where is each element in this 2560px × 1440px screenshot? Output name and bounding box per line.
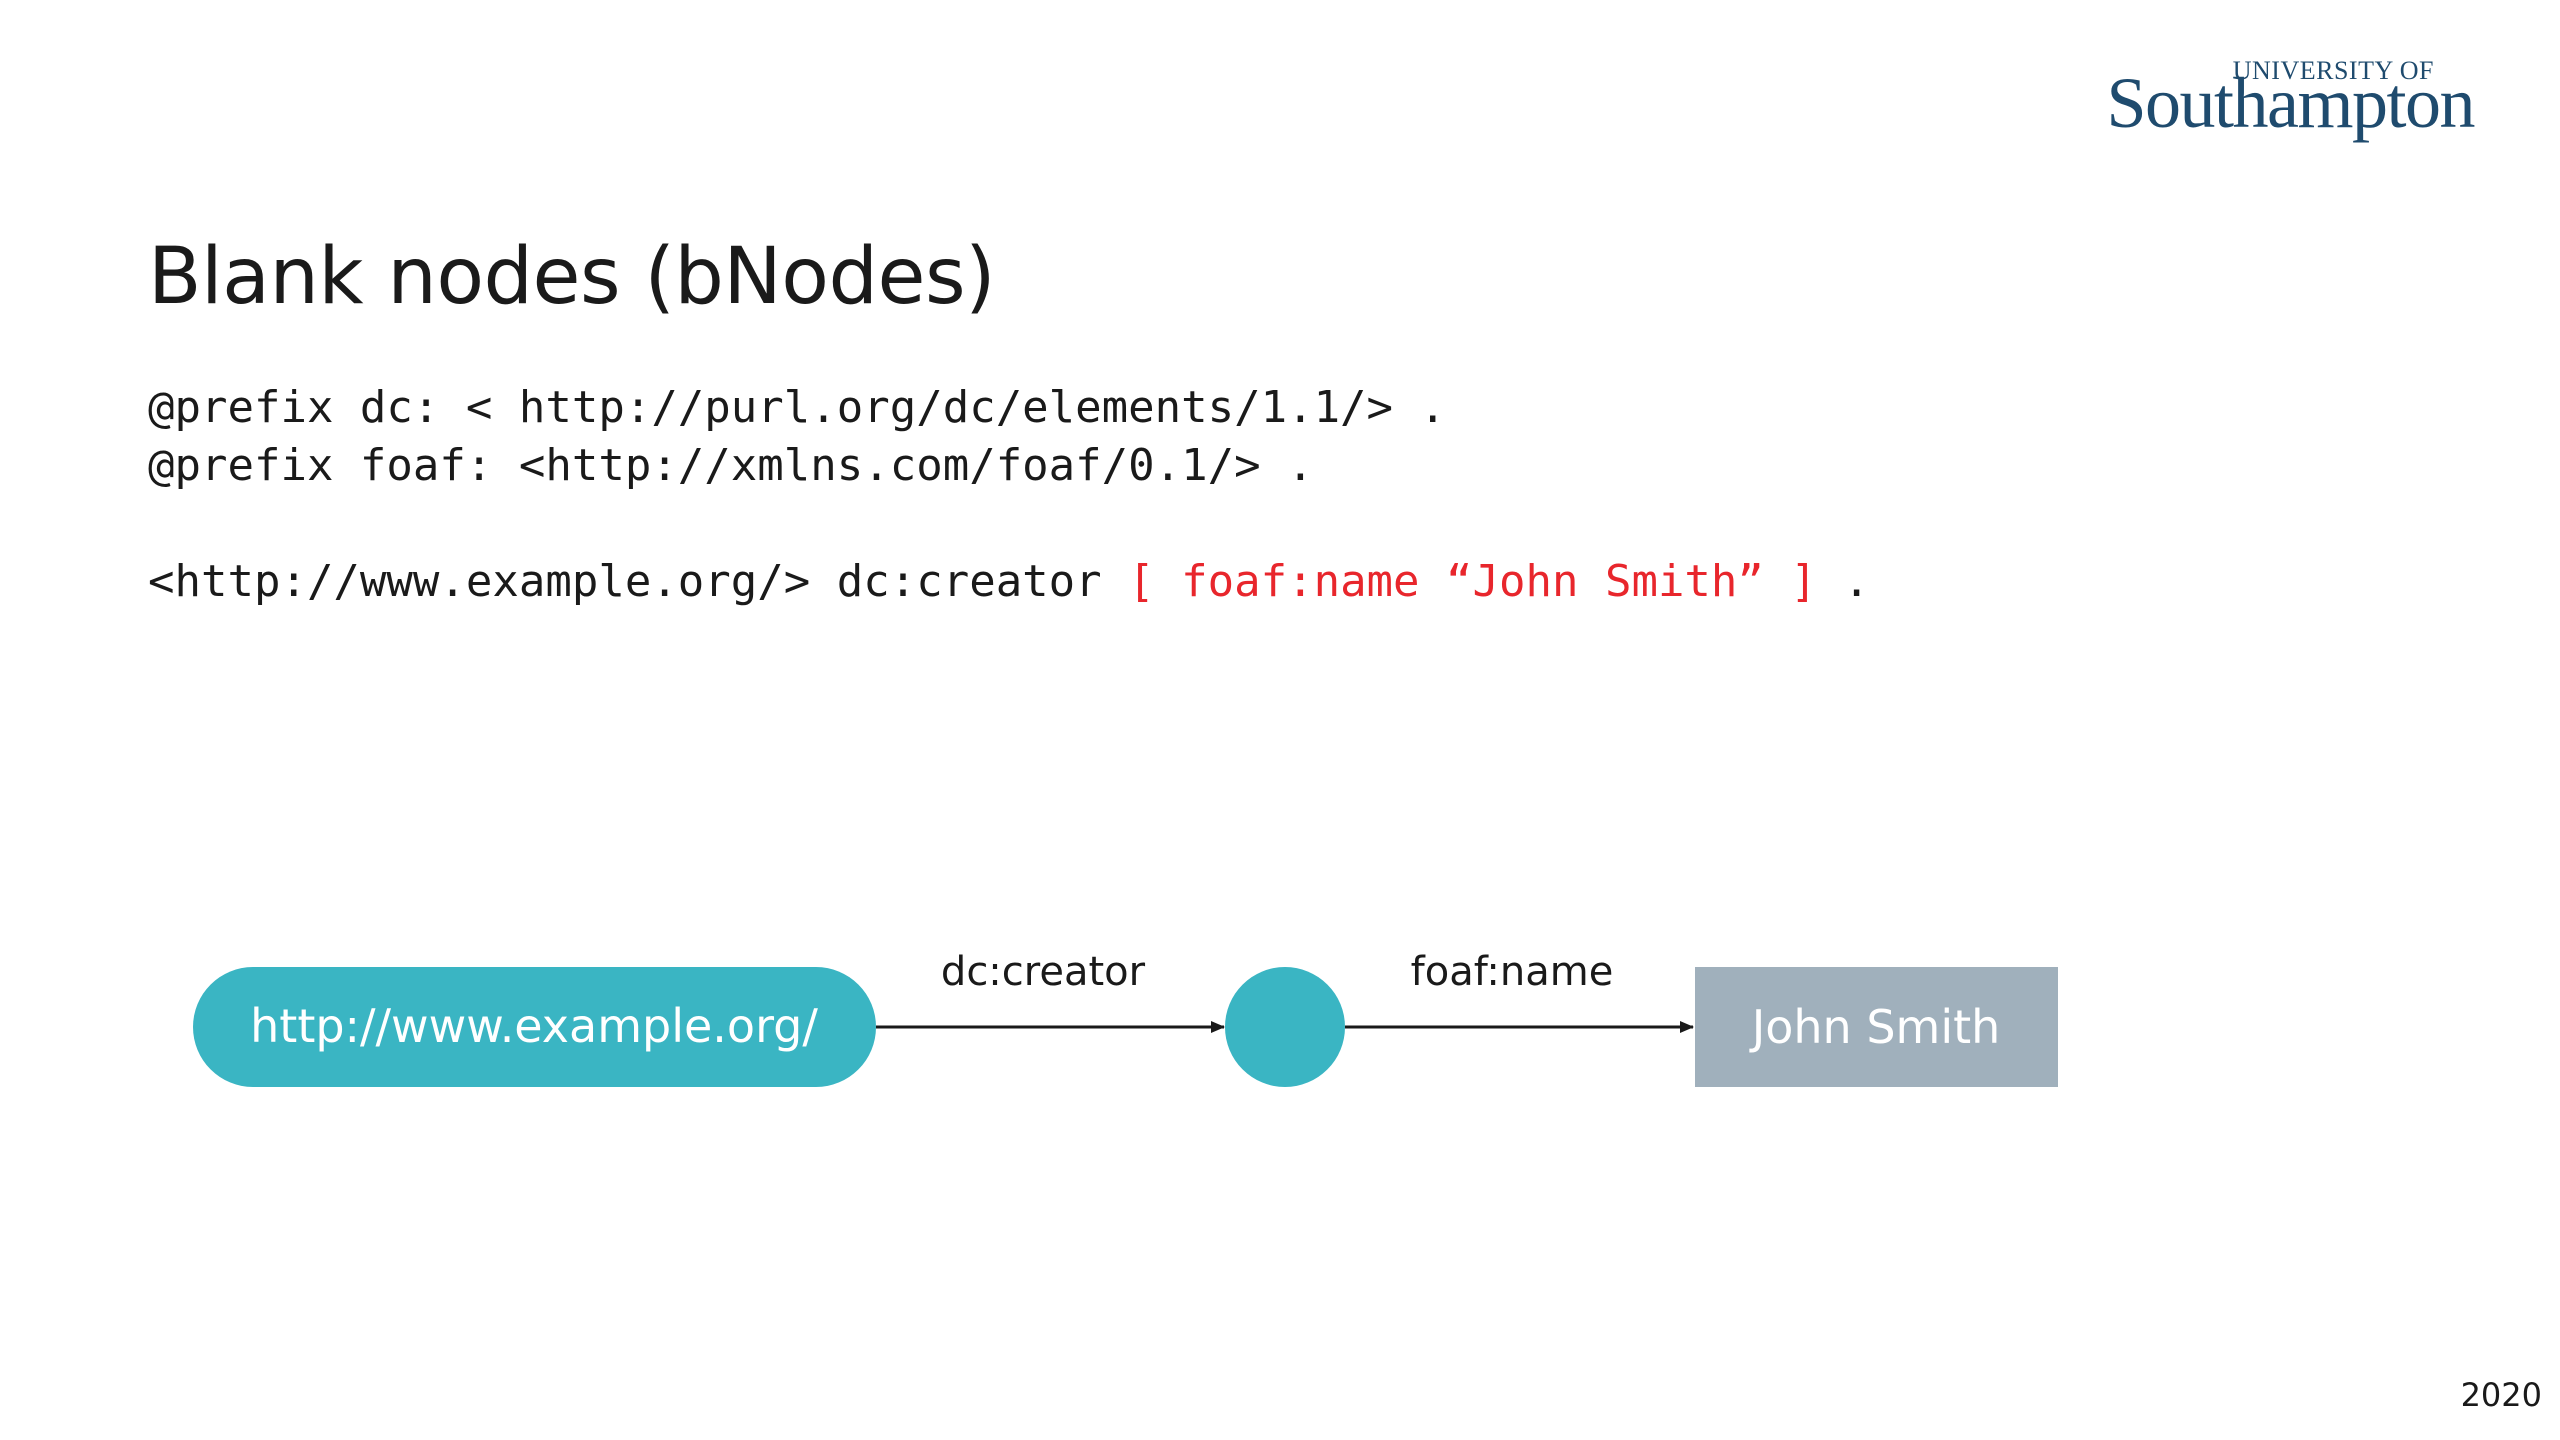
code-line-prefix-foaf: @prefix foaf: <http://xmlns.com/foaf/0.1… <box>148 440 1314 491</box>
edge-dc-creator-label: dc:creator <box>941 949 1146 995</box>
page-number: 2020 <box>2460 1376 2542 1414</box>
slide-title: Blank nodes (bNodes) <box>148 232 996 322</box>
literal-node <box>1695 967 2058 1087</box>
code-line-triple: <http://www.example.org/> dc:creator [ f… <box>148 560 1870 604</box>
university-logo: UNIVERSITY OF Southampton <box>2084 56 2475 156</box>
logo-main-text: Southampton <box>2106 63 2475 143</box>
logo-top-text: UNIVERSITY OF <box>2232 56 2434 85</box>
blank-node <box>1225 967 1345 1087</box>
literal-node-label: John Smith <box>1749 1000 2001 1054</box>
code-blank-node-highlight: [ foaf:name “John Smith” ] <box>1128 556 1817 607</box>
code-triple-subject: <http://www.example.org/> dc:creator <box>148 556 1129 607</box>
edge-foaf-name-label: foaf:name <box>1411 949 1614 995</box>
code-line-prefix-dc: @prefix dc: < http://purl.org/dc/element… <box>148 382 1447 433</box>
code-triple-end: . <box>1816 556 1870 607</box>
subject-node <box>193 967 876 1087</box>
subject-node-label: http://www.example.org/ <box>250 999 818 1053</box>
